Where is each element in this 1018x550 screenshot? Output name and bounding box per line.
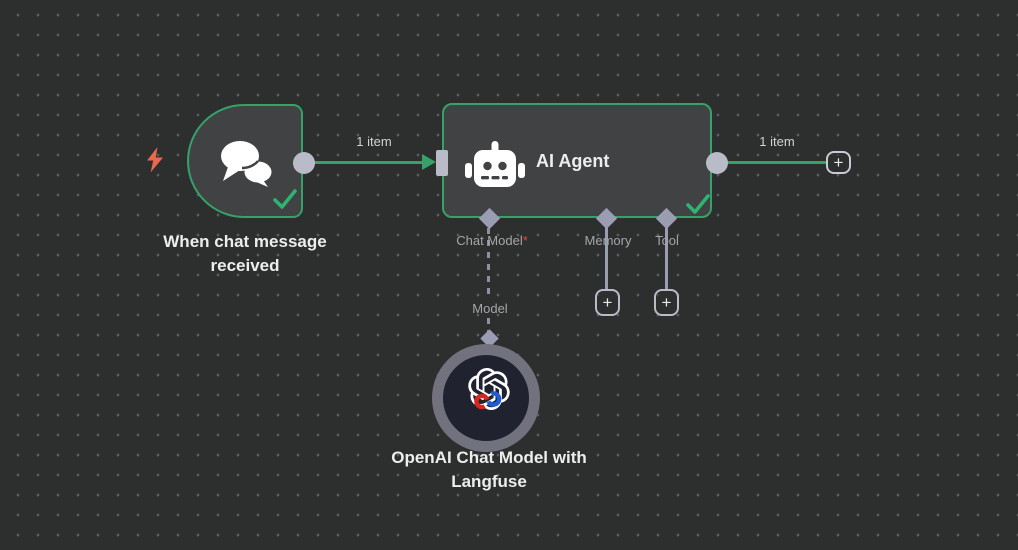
memory-wire xyxy=(605,227,608,291)
chat-bubbles-icon xyxy=(221,141,272,187)
add-memory-button[interactable]: + xyxy=(595,289,620,316)
success-check-icon xyxy=(273,189,297,209)
agent-input-connector[interactable] xyxy=(436,150,448,176)
trigger-node-title: When chat message received xyxy=(163,232,327,275)
chat-model-dashed-wire xyxy=(487,228,490,296)
tool-wire xyxy=(665,227,668,291)
port-label-memory: Memory xyxy=(584,233,632,248)
edge-arrowhead-icon xyxy=(422,154,436,170)
trigger-bolt-icon xyxy=(147,147,163,173)
trigger-output-connector[interactable] xyxy=(293,152,315,174)
model-node-title: OpenAI Chat Model with Langfuse xyxy=(391,448,587,491)
edge-items-label: 1 item xyxy=(759,134,795,149)
langfuse-badge-icon xyxy=(474,391,502,410)
edge-trigger-to-agent xyxy=(304,161,423,164)
success-check-icon xyxy=(686,194,710,214)
add-next-node-button[interactable]: + xyxy=(826,151,851,174)
edge-agent-output xyxy=(727,161,827,164)
agent-output-connector[interactable] xyxy=(706,152,728,174)
port-label-chat-model: Chat Model* xyxy=(456,233,528,248)
agent-node-title: AI Agent xyxy=(536,151,610,171)
edge-label-model: Model xyxy=(472,301,508,316)
required-asterisk: * xyxy=(522,233,528,248)
port-label-tool: Tool xyxy=(655,233,679,248)
edge-items-label: 1 item xyxy=(356,134,392,149)
robot-icon xyxy=(465,141,525,187)
add-tool-button[interactable]: + xyxy=(654,289,679,316)
chat-model-dashed-wire xyxy=(487,318,490,333)
port-label-text: Chat Model xyxy=(456,233,523,248)
